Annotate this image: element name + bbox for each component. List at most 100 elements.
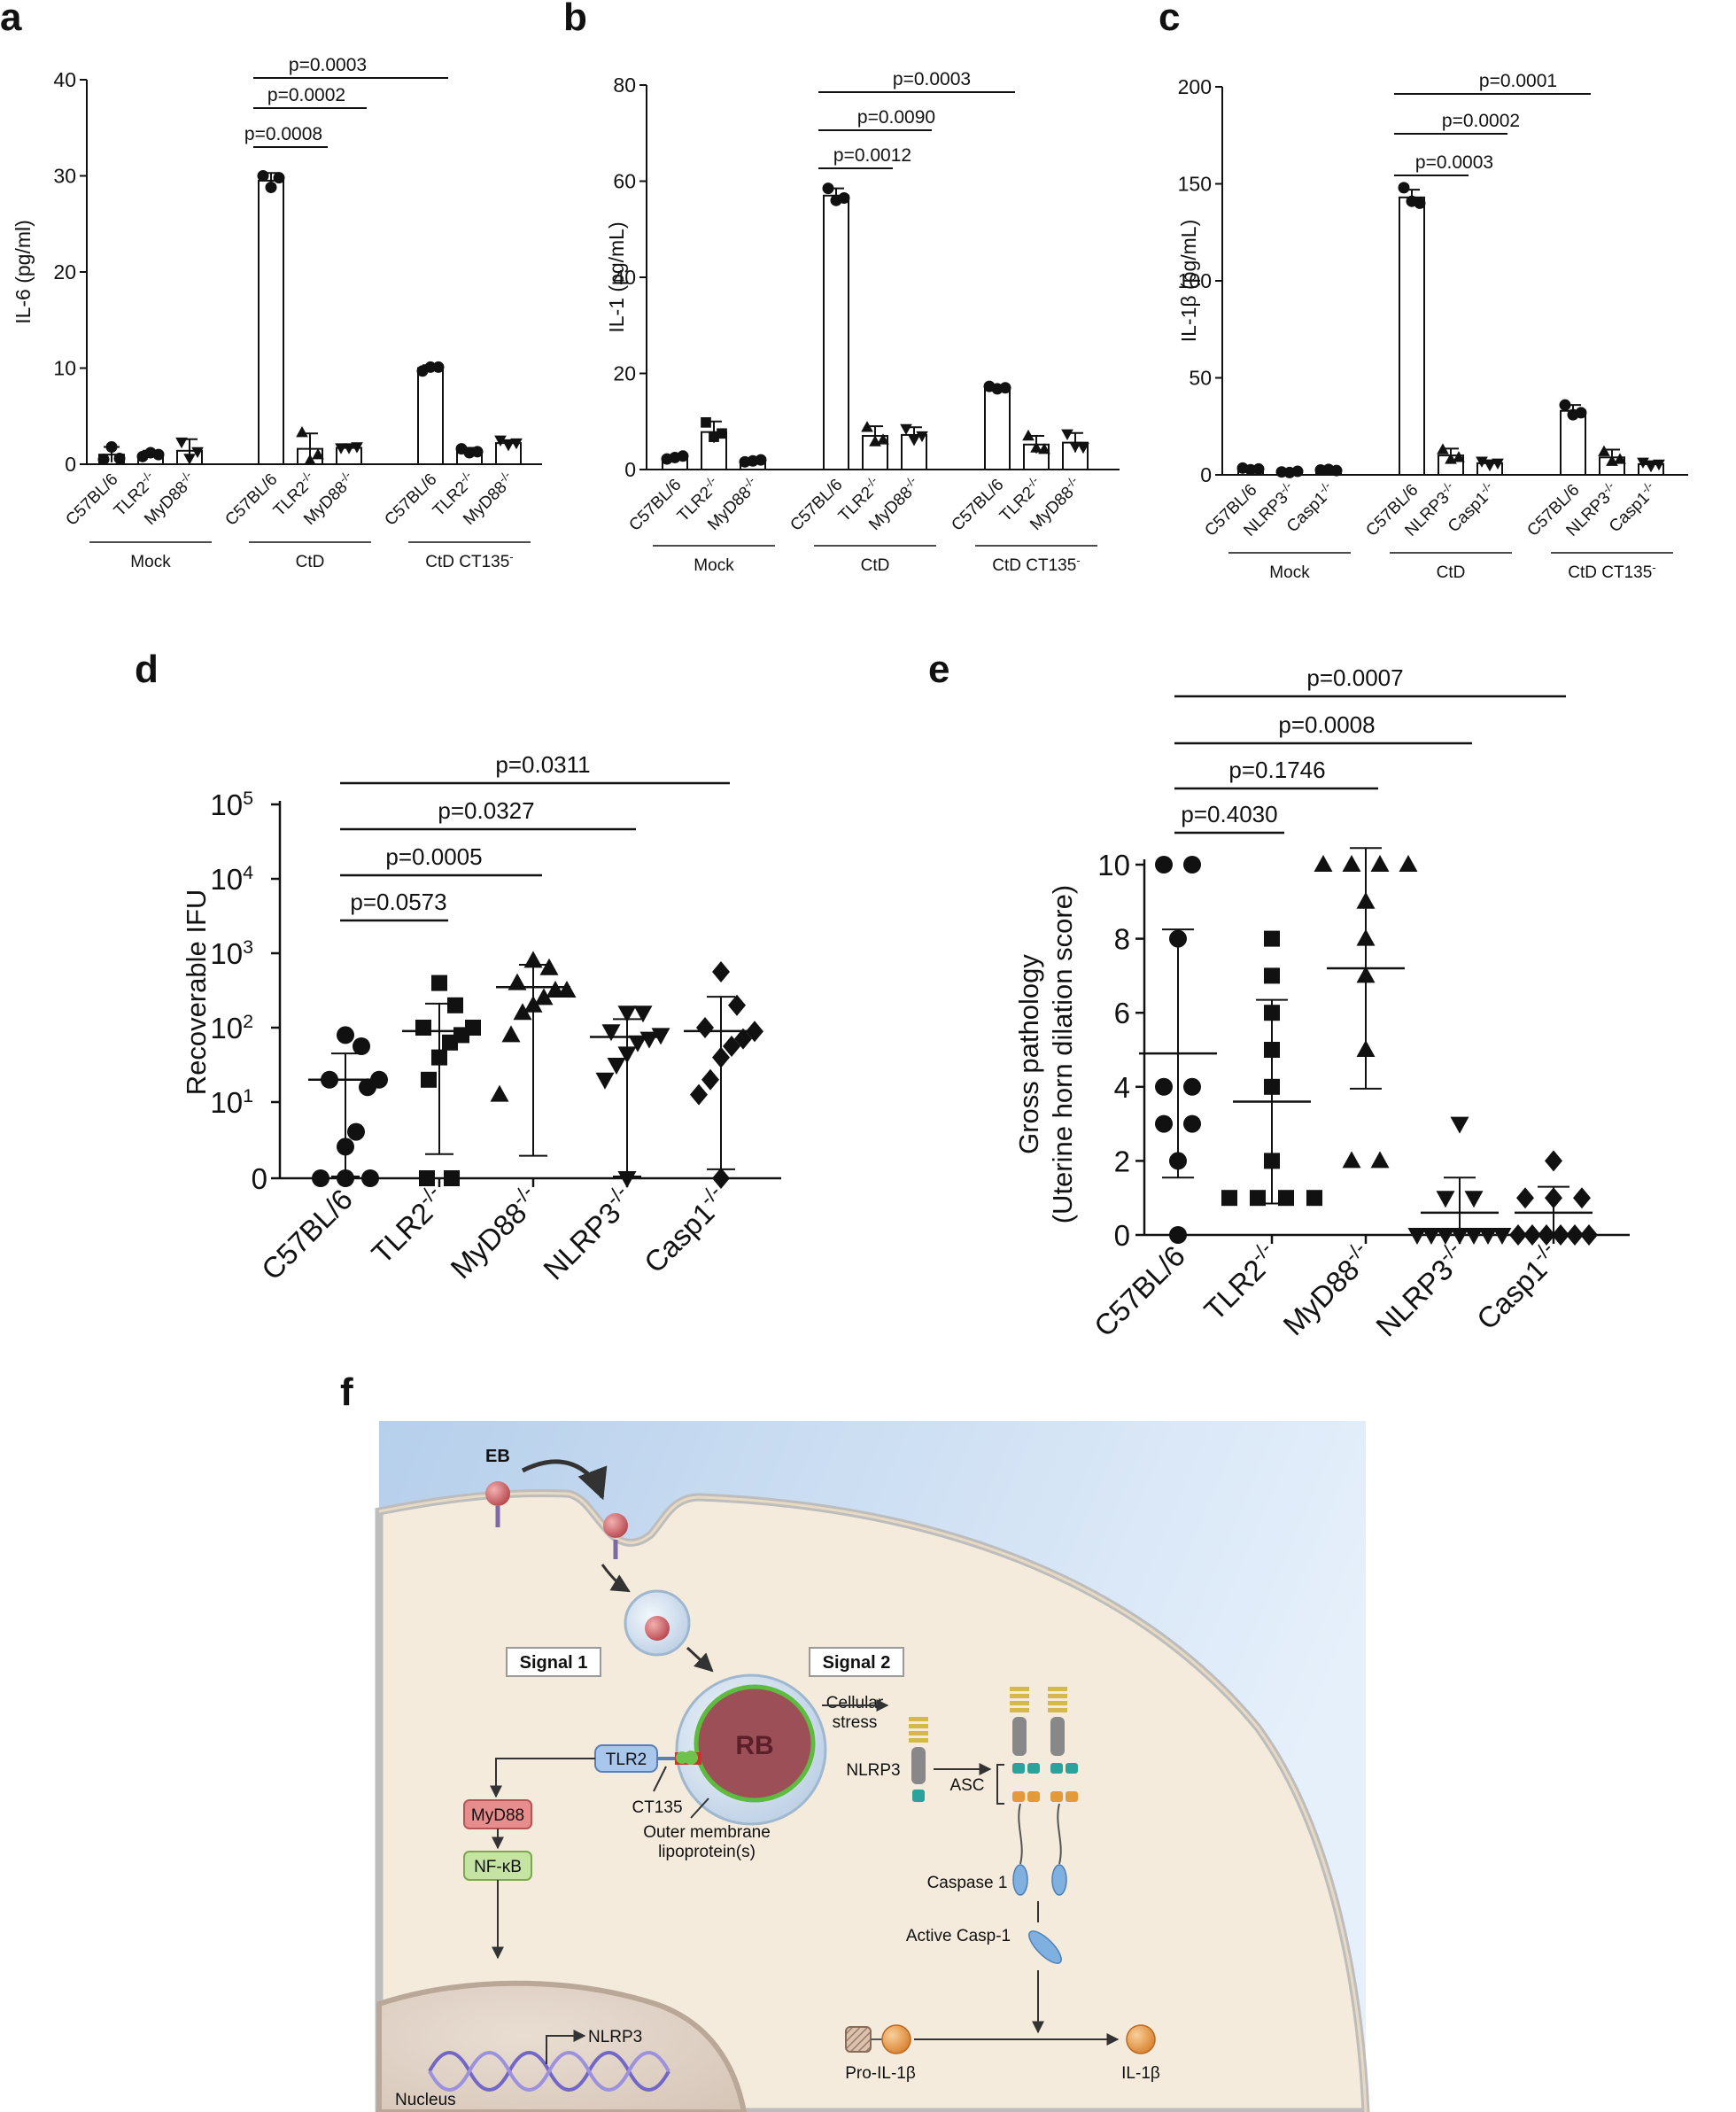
p-value-label: p=0.0003 — [893, 69, 971, 89]
bar — [823, 194, 849, 470]
data-point — [1414, 197, 1426, 209]
data-point — [257, 170, 269, 182]
data-point — [502, 440, 515, 452]
data-point — [1264, 930, 1280, 947]
data-point — [1398, 182, 1410, 194]
data-point — [296, 426, 308, 438]
bar — [1560, 409, 1586, 477]
y-tick-label: 102 — [210, 1011, 253, 1044]
data-point — [1516, 1187, 1534, 1209]
group-label: CtD — [296, 553, 325, 571]
data-point — [916, 431, 928, 443]
data-point — [1155, 856, 1173, 874]
data-point — [1291, 465, 1304, 478]
y-tick-label: 0 — [65, 453, 76, 476]
category-label: NLRP3-/- — [1367, 1237, 1473, 1343]
y-tick-label: 105 — [210, 788, 253, 821]
y-axis-label-line-2: (Uterine horn dilation score) — [1047, 885, 1078, 1224]
p-value-label: p=0.0002 — [1442, 111, 1520, 131]
caspase1-label: Caspase 1 — [927, 1874, 1008, 1892]
nfkb-label: NF-κB — [474, 1858, 522, 1876]
category-label: MyD88-/- — [442, 1180, 546, 1285]
data-point — [1523, 1224, 1541, 1246]
data-point — [1476, 456, 1488, 468]
data-point — [633, 1006, 653, 1023]
data-point — [419, 1170, 435, 1186]
cellular-stress-label-2: stress — [833, 1713, 878, 1732]
y-axis-label: Recoverable IFU — [181, 889, 212, 1096]
inflammasome-icon — [1010, 1687, 1078, 1896]
group-label: Mock — [1269, 563, 1310, 582]
p-value-label: p=0.0007 — [1306, 664, 1403, 691]
data-point — [265, 182, 277, 194]
data-point — [755, 454, 767, 466]
p-value-label: p=0.0003 — [1415, 152, 1493, 173]
panel-letter-d: d — [135, 648, 159, 691]
data-point — [728, 994, 746, 1016]
p-value-label: p=0.0003 — [289, 55, 367, 75]
data-point — [1306, 1190, 1322, 1207]
tlr2-label: TLR2 — [606, 1751, 647, 1769]
p-value-label: p=0.0573 — [350, 889, 446, 915]
data-point — [105, 440, 118, 453]
data-point — [1509, 1224, 1527, 1246]
signal2-label: Signal 2 — [823, 1653, 891, 1673]
y-tick-label: 50 — [1189, 367, 1212, 390]
data-point — [312, 1169, 329, 1187]
data-point — [1330, 464, 1343, 477]
y-tick-label: 101 — [210, 1085, 253, 1119]
signal2-box — [809, 1647, 904, 1677]
data-point — [1478, 1228, 1498, 1245]
data-point — [1155, 1114, 1173, 1133]
data-point — [1077, 442, 1089, 454]
data-point — [1030, 441, 1042, 453]
group-label: CtD CT135- — [992, 554, 1080, 576]
y-tick-label: 8 — [1114, 923, 1130, 956]
category-label: C57BL/6 — [1088, 1239, 1191, 1343]
data-point — [1038, 443, 1050, 454]
data-point — [1450, 1116, 1469, 1134]
data-point — [1653, 459, 1665, 471]
pro-domain-icon — [845, 2026, 872, 2053]
y-tick-label: 104 — [210, 862, 253, 896]
y-tick-label: 0 — [252, 1162, 267, 1195]
y-tick-label: 150 — [1178, 173, 1212, 196]
data-point — [513, 1003, 532, 1021]
data-point — [628, 1035, 647, 1052]
data-point — [1580, 1224, 1598, 1246]
data-point — [490, 1084, 509, 1102]
data-point — [696, 1017, 714, 1038]
y-tick-label: 0 — [1200, 463, 1212, 486]
data-point — [539, 958, 559, 975]
data-point — [877, 433, 889, 445]
category-label: TLR2-/- — [1195, 1237, 1284, 1326]
pro-il1b-label: Pro-IL-1β — [845, 2064, 916, 2083]
panel-letter-f: f — [340, 1370, 353, 1414]
signal1-label: Signal 1 — [520, 1653, 588, 1673]
group-label: CtD CT135- — [425, 550, 513, 572]
data-point — [709, 431, 719, 442]
data-point — [734, 1028, 752, 1050]
data-point — [1422, 1228, 1441, 1245]
data-point — [494, 435, 507, 447]
data-point — [1250, 1190, 1266, 1207]
il1b-icon — [1126, 2024, 1156, 2054]
p-value-label: p=0.1746 — [1228, 757, 1325, 783]
data-point — [723, 1036, 740, 1057]
category-label: C57BL/6 — [381, 470, 440, 530]
category-label: C57BL/6 — [625, 476, 685, 535]
ct135-label: CT135 — [632, 1798, 682, 1817]
category-label: Casp1-/- — [635, 1180, 734, 1279]
y-axis-label: IL-1 (pg/mL) — [605, 221, 628, 332]
data-point — [508, 973, 527, 990]
data-point — [1183, 1077, 1201, 1096]
group-label: Mock — [130, 553, 171, 571]
y-tick-label: 0 — [1114, 1219, 1130, 1252]
pro-il1b-icon — [881, 2024, 911, 2054]
data-point — [1645, 461, 1657, 473]
y-tick-label: 20 — [613, 362, 636, 385]
data-point — [183, 454, 196, 465]
